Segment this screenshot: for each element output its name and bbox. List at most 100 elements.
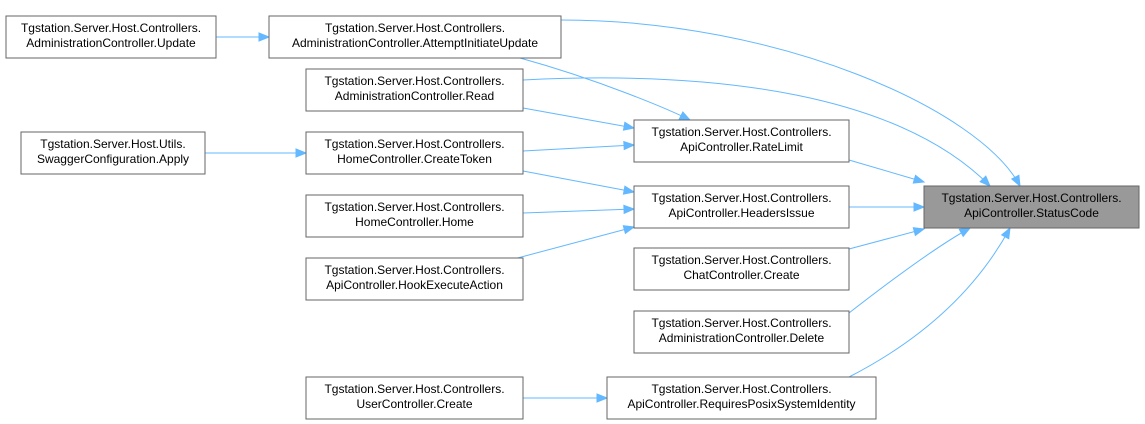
- arrowhead-icon: [622, 225, 636, 235]
- node-box: [633, 247, 850, 291]
- edge-line: [509, 226, 635, 261]
- edge-n6-n9: [509, 225, 636, 261]
- node-label-line: Tgstation.Server.Host.Controllers.: [324, 200, 504, 214]
- edge-n0-n1: [216, 32, 271, 42]
- arrowhead-icon: [912, 227, 926, 237]
- node-label-line: Tgstation.Server.Host.Utils.: [40, 137, 185, 151]
- node-box: [305, 194, 524, 238]
- edge-line: [522, 144, 635, 152]
- node-label-line: AdministrationController.Read: [335, 89, 494, 103]
- node-box: [606, 376, 877, 420]
- node-label-line: ApiController.StatusCode: [964, 206, 1099, 220]
- node-label-line: ApiController.HeadersIssue: [668, 206, 814, 220]
- edge-n8-n13: [848, 159, 926, 184]
- graph-node[interactable]: Tgstation.Server.Host.Controllers.Admini…: [5, 15, 217, 59]
- edges-layer: [205, 19, 1021, 403]
- edge-line: [848, 227, 971, 314]
- edge-n5-n9: [522, 204, 636, 215]
- node-box: [305, 68, 524, 112]
- edge-n3-n4: [205, 148, 308, 158]
- node-label-line: AdministrationController.AttemptInitiate…: [292, 36, 538, 50]
- node-box: [633, 119, 850, 163]
- graph-node[interactable]: Tgstation.Server.Host.Controllers.Admini…: [305, 68, 524, 112]
- node-box: [633, 185, 850, 229]
- node-label-line: UserController.Create: [356, 397, 472, 411]
- edge-n1-n8: [519, 57, 692, 121]
- arrowhead-icon: [979, 175, 991, 187]
- node-label-line: ChatController.Create: [683, 268, 799, 282]
- edge-n4-n8: [522, 140, 636, 152]
- node-label-line: Tgstation.Server.Host.Controllers.: [651, 253, 831, 267]
- nodes-layer: Tgstation.Server.Host.Controllers.Admini…: [5, 15, 1140, 420]
- node-label-line: Tgstation.Server.Host.Controllers.: [324, 382, 504, 396]
- node-label-line: Tgstation.Server.Host.Controllers.: [651, 382, 831, 396]
- graph-node[interactable]: Tgstation.Server.Host.Controllers.Admini…: [633, 310, 850, 354]
- node-label-line: ApiController.RequiresPosixSystemIdentit…: [627, 397, 855, 411]
- arrowhead-icon: [623, 204, 636, 215]
- node-label-line: HomeController.CreateToken: [337, 152, 492, 166]
- focus-node[interactable]: Tgstation.Server.Host.Controllers.ApiCon…: [923, 185, 1140, 229]
- arrowhead-icon: [913, 202, 926, 212]
- edge-n2-n13: [522, 77, 991, 187]
- edge-line: [522, 208, 635, 214]
- node-label-line: Tgstation.Server.Host.Controllers.: [325, 21, 505, 35]
- graph-node[interactable]: Tgstation.Server.Host.Utils.SwaggerConfi…: [20, 131, 206, 175]
- node-label-line: ApiController.RateLimit: [680, 140, 803, 154]
- node-box: [5, 15, 217, 59]
- edge-n4-n9: [522, 170, 636, 195]
- edge-line: [522, 77, 991, 187]
- edge-n10-n13: [848, 227, 926, 250]
- edge-n12-n13: [848, 226, 1011, 378]
- node-label-line: AdministrationController.Delete: [659, 331, 825, 345]
- graph-node[interactable]: Tgstation.Server.Host.Controllers.ChatCo…: [633, 247, 850, 291]
- graph-node[interactable]: Tgstation.Server.Host.Controllers.UserCo…: [305, 376, 524, 420]
- edge-n7-n12: [523, 393, 609, 403]
- node-label-line: Tgstation.Server.Host.Controllers.: [651, 316, 831, 330]
- graph-node[interactable]: Tgstation.Server.Host.Controllers.Admini…: [268, 15, 562, 59]
- arrowhead-icon: [958, 227, 972, 238]
- edge-line: [522, 170, 635, 193]
- node-label-line: SwaggerConfiguration.Apply: [37, 152, 189, 166]
- arrowhead-icon: [258, 32, 271, 42]
- node-box: [633, 310, 850, 354]
- node-label-line: ApiController.HookExecuteAction: [326, 278, 503, 292]
- arrowhead-icon: [912, 174, 926, 184]
- arrowhead-icon: [1010, 174, 1021, 188]
- node-label-line: Tgstation.Server.Host.Controllers.: [651, 125, 831, 139]
- arrowhead-icon: [622, 185, 636, 195]
- node-box: [268, 15, 562, 59]
- edge-line: [848, 227, 1011, 378]
- edge-n1-n13: [560, 19, 1021, 188]
- node-label-line: Tgstation.Server.Host.Controllers.: [21, 21, 201, 35]
- edge-n11-n13: [848, 227, 972, 314]
- node-box: [305, 257, 524, 301]
- node-box: [20, 131, 206, 175]
- graph-node[interactable]: Tgstation.Server.Host.Controllers.HomeCo…: [305, 131, 524, 175]
- node-box: [305, 376, 524, 420]
- edge-line: [560, 19, 1021, 187]
- arrowhead-icon: [1000, 226, 1011, 240]
- graph-node[interactable]: Tgstation.Server.Host.Controllers.ApiCon…: [633, 119, 850, 163]
- graph-node[interactable]: Tgstation.Server.Host.Controllers.ApiCon…: [606, 376, 877, 420]
- edge-line: [519, 57, 691, 121]
- node-label-line: Tgstation.Server.Host.Controllers.: [324, 263, 504, 277]
- arrowhead-icon: [596, 393, 609, 403]
- node-label-line: AdministrationController.Update: [26, 36, 196, 50]
- arrowhead-icon: [678, 111, 692, 121]
- edge-n2-n8: [522, 107, 636, 131]
- node-box: [923, 185, 1140, 229]
- edge-line: [522, 107, 635, 129]
- node-label-line: Tgstation.Server.Host.Controllers.: [324, 74, 504, 88]
- node-label-line: HomeController.Home: [355, 215, 474, 229]
- graph-node[interactable]: Tgstation.Server.Host.Controllers.ApiCon…: [633, 185, 850, 229]
- edge-n9-n13: [849, 202, 926, 212]
- node-label-line: Tgstation.Server.Host.Controllers.: [324, 137, 504, 151]
- arrowhead-icon: [623, 140, 636, 151]
- edge-line: [848, 159, 925, 183]
- arrowhead-icon: [295, 148, 308, 158]
- graph-node[interactable]: Tgstation.Server.Host.Controllers.ApiCon…: [305, 257, 524, 301]
- graph-node[interactable]: Tgstation.Server.Host.Controllers.HomeCo…: [305, 194, 524, 238]
- arrowhead-icon: [622, 121, 636, 131]
- node-label-line: Tgstation.Server.Host.Controllers.: [651, 191, 831, 205]
